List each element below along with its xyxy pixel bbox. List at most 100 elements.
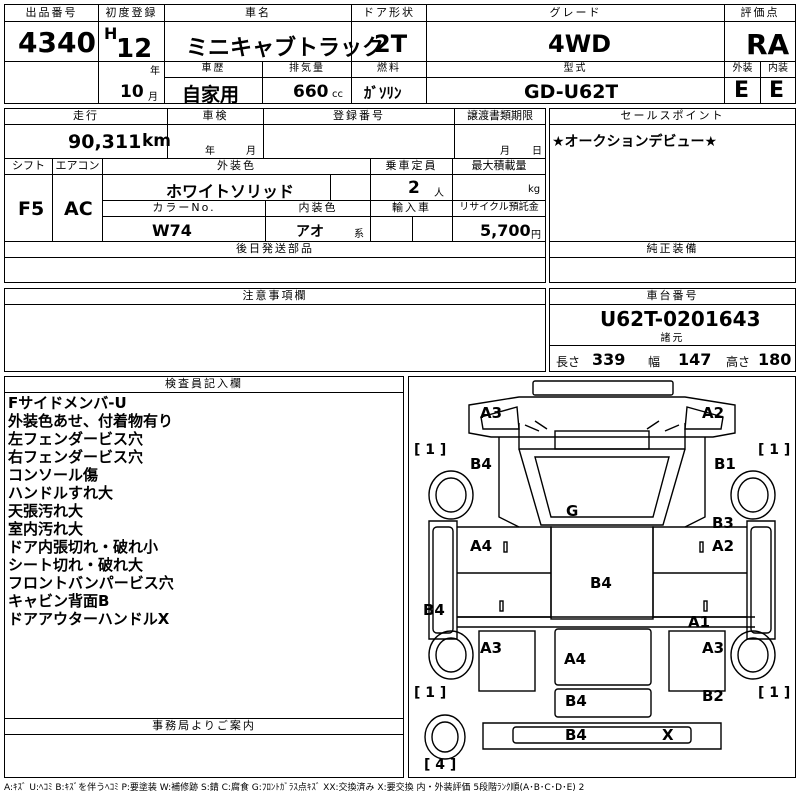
kg-unit: kg [528,184,541,195]
length-label: 長さ [556,355,581,369]
inspection-label: 車検 [168,109,263,123]
note-line: 右フェンダービス穴 [8,448,144,466]
mark-b3-right: B3 [712,514,734,532]
inspection-month-unit: 月 [246,146,256,157]
mark-b4-bed: B4 [590,574,612,592]
mileage-label: 走行 [5,109,167,123]
note-line: ハンドルすれ大 [8,484,114,502]
import-label: 輸入車 [371,201,452,215]
reg-no-label: 登録番号 [264,109,454,123]
recycle-fee: 5,700 [480,221,531,240]
car-name: ミニキャブトラック [186,36,385,61]
ext-color-label: 外装色 [103,159,370,173]
lot-number-label: 出品番号 [5,6,98,20]
note-line: コンソール傷 [8,466,99,484]
mark-b2-rear-right: B2 [702,687,724,705]
tire-front-left: [ 1 ] [414,442,447,458]
length: 339 [592,350,626,369]
inspection-year-unit: 年 [205,146,215,157]
era: H [104,24,118,43]
mark-b4-left-side: B4 [423,601,445,619]
mark-a3-front-left: A3 [480,404,503,422]
note-line: フロントバンパービス穴 [8,574,174,592]
mark-b4-left-fender: B4 [470,455,492,473]
grade-label: グレード [427,6,724,20]
mark-b4-tailgate: B4 [565,726,587,744]
chassis-box [549,288,796,372]
note-line: 天張汚れ大 [8,502,84,520]
chassis-title: 車台番号 [550,289,795,303]
reg-year: 12 [116,34,153,64]
mark-a1-right: A1 [688,613,711,631]
later-parts-label: 後日発送部品 [5,242,545,256]
model-label: 型式 [427,62,724,76]
yen-unit: 円 [531,230,541,241]
displacement: 660 [293,82,329,102]
year-unit: 年 [150,66,160,77]
color-no-label: カラーNo. [103,201,265,215]
note-line: シート切れ・破れ大 [8,556,144,574]
width-label: 幅 [648,355,661,369]
sales-point-label: セールスポイント [550,109,795,123]
interior-grade: E [769,78,785,103]
capacity-label: 乗車定員 [371,159,452,173]
equipment-label: 純正装備 [550,242,795,256]
height-label: 高さ [726,355,751,369]
deadline-day-unit: 日 [532,146,542,157]
note-line: ドア内張切れ・破れ小 [8,538,159,556]
inspector-box [4,376,404,778]
score: RA [746,28,790,61]
reg-month: 10 [120,82,144,102]
fuel-label: 燃料 [352,62,426,76]
capacity: 2 [408,178,420,198]
cc-unit: cc [332,89,343,100]
exterior-grade: E [734,78,750,103]
width: 147 [678,350,712,369]
int-color-label: 内装色 [266,201,370,215]
tire-spare: [ 4 ] [424,757,457,773]
history: 自家用 [182,84,240,106]
mark-a2-right-door: A2 [712,537,735,555]
lot-number: 4340 [18,26,96,59]
truck-outline [424,380,776,760]
tire-rear-left: [ 1 ] [414,685,447,701]
details-section [4,108,546,283]
mark-a4-left-door: A4 [470,537,493,555]
note-line: 左フェンダービス穴 [8,430,144,448]
door-type: 2T [374,30,408,58]
color-no: W74 [152,221,192,240]
km-unit: km [142,131,172,151]
car-name-label: 車名 [165,6,351,20]
note-line: Fサイドメンバ-U [8,394,127,412]
office-title: 事務局よりご案内 [5,719,403,733]
max-load-label: 最大積載量 [453,159,545,173]
header-section [4,4,796,104]
first-reg-label: 初度登録 [99,6,164,20]
note-line: 室内汚れ大 [8,520,84,538]
exterior-label: 外装 [725,62,760,76]
mark-a2-front-right: A2 [702,404,725,422]
height: 180 [758,350,792,369]
mark-b1-right-fender: B1 [714,455,736,473]
deadline-month-unit: 月 [500,146,510,157]
history-label: 車歴 [165,62,262,76]
legend: A:ｷｽﾞ U:ﾍｺﾐ B:ｷｽﾞを伴うﾍｺﾐ P:要塗装 W:補修跡 S:錆 … [4,783,585,793]
inspector-notes: Fサイドメンバ-U 外装色あせ、付着物有り 左フェンダービス穴 右フェンダービス… [8,394,402,628]
mark-g-windshield: G [566,502,579,520]
note-line: 外装色あせ、付着物有り [8,412,174,430]
mark-a3-rear-right: A3 [702,639,725,657]
fuel: ｶﾞｿﾘﾝ [364,84,402,102]
capacity-unit: 人 [434,188,444,199]
grade: 4WD [548,30,612,58]
note-line: キャビン背面B [8,592,110,610]
mark-b4-rear-bed: B4 [565,692,587,710]
damage-diagram [408,376,796,778]
deadline-label: 譲渡書類期限 [455,109,545,123]
mark-a3-rear-left: A3 [480,639,503,657]
caution-title: 注意事項欄 [5,289,545,303]
interior-label: 内装 [761,62,795,76]
aircon-label: エアコン [53,159,102,173]
displacement-label: 排気量 [263,62,351,76]
mileage: 90,311 [68,131,142,153]
mark-a4-bed-rear: A4 [564,650,587,668]
